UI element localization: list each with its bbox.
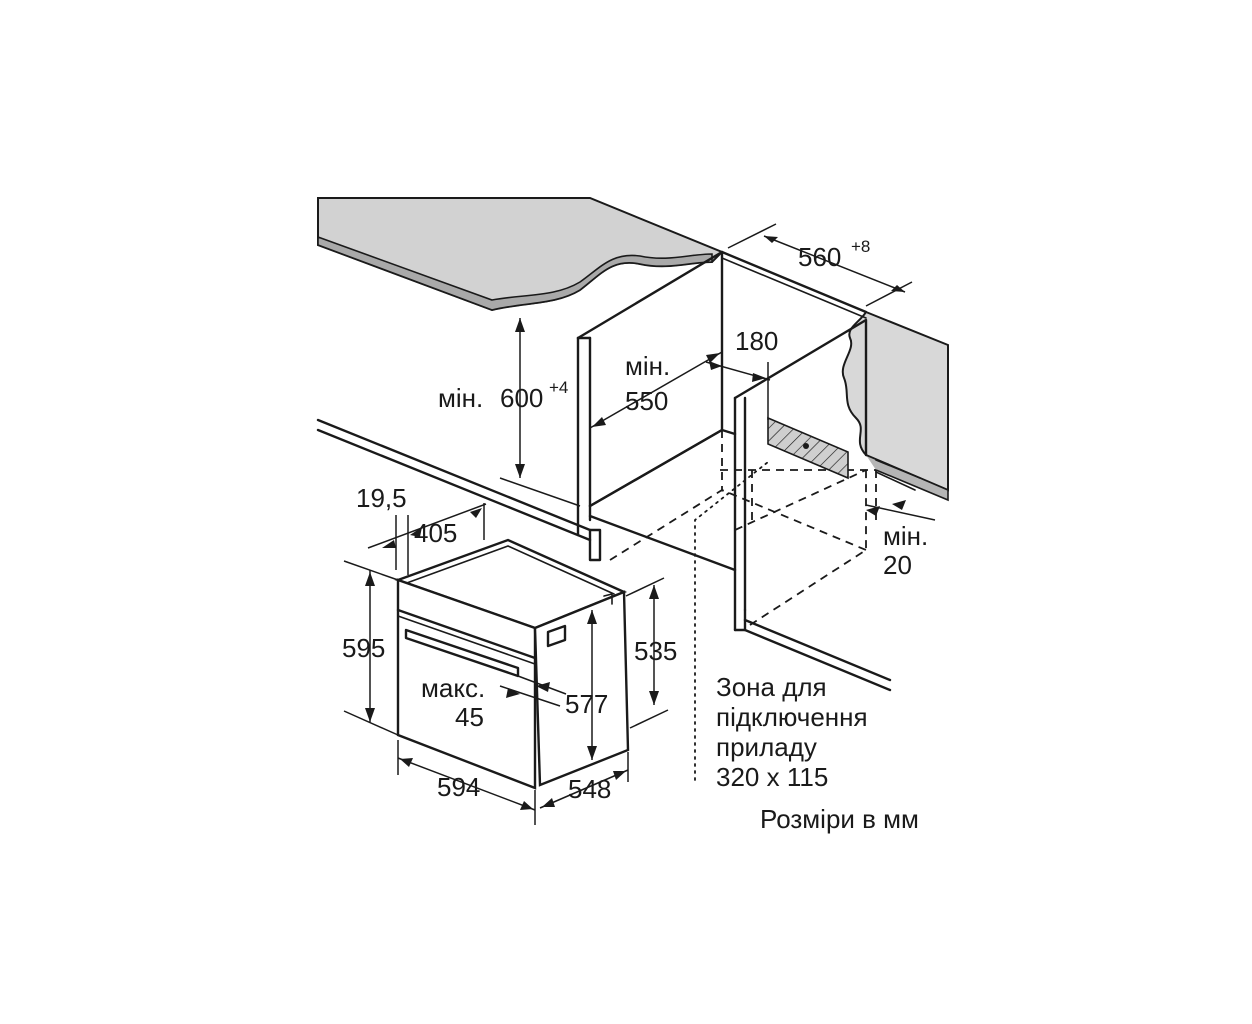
units-note: Розміри в мм xyxy=(760,804,919,834)
side-wall xyxy=(841,310,949,502)
dim-min-20: 20 xyxy=(883,550,912,580)
connection-zone-line-4: 320 x 115 xyxy=(716,762,828,792)
dim-min-550-prefix: мін. xyxy=(625,351,670,381)
dim-560: 560 xyxy=(798,242,841,272)
oven xyxy=(394,538,630,790)
dim-min-20-prefix: мін. xyxy=(883,521,928,551)
cabinet-structure xyxy=(316,250,921,781)
connection-zone-line-3: приладу xyxy=(716,732,817,762)
dim-595: 595 xyxy=(342,633,385,663)
dim-180: 180 xyxy=(735,326,778,356)
notes: Зона для підключення приладу 320 x 115 Р… xyxy=(716,672,919,834)
dim-560-tolerance: +8 xyxy=(851,237,870,256)
countertop xyxy=(317,197,724,312)
dim-min-550: 550 xyxy=(625,386,668,416)
dim-max-45-prefix: макс. xyxy=(421,673,485,703)
connection-zone-line-1: Зона для xyxy=(716,672,827,702)
dimension-lines xyxy=(343,223,936,825)
dim-19-5: 19,5 xyxy=(356,483,407,513)
dim-535: 535 xyxy=(634,636,677,666)
dim-405: 405 xyxy=(414,518,457,548)
dim-600-tolerance: +4 xyxy=(549,378,568,397)
dim-577: 577 xyxy=(565,689,608,719)
dim-594: 594 xyxy=(437,772,480,802)
dim-max-45: 45 xyxy=(455,702,484,732)
dim-min-600-prefix: мін. xyxy=(438,383,483,413)
socket-zone xyxy=(767,416,849,480)
dim-min-600: 600 xyxy=(500,383,543,413)
dim-548: 548 xyxy=(568,774,611,804)
dimension-labels: 560 +8 мін. 600 +4 мін. 550 180 мін. 20 … xyxy=(342,237,928,804)
connection-zone-line-2: підключення xyxy=(716,702,868,732)
